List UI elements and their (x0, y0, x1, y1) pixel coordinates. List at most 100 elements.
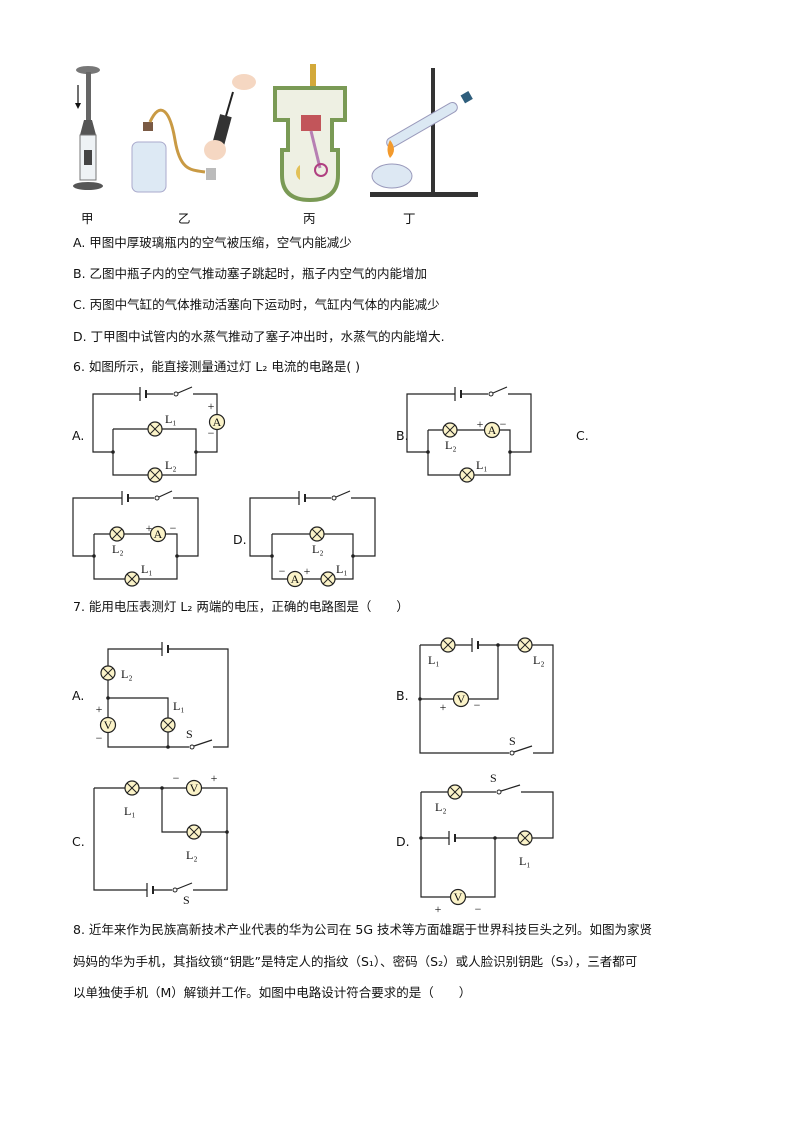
lamp-l2: L₂ (309, 526, 325, 556)
switch-lever (492, 386, 508, 394)
junction-dot (175, 554, 179, 558)
plus-terminal: + (435, 902, 442, 916)
ammeter-meter: A+− (208, 399, 226, 440)
switch-pivot (189, 744, 195, 750)
air-compression-apparatus (73, 66, 103, 190)
switch: S (172, 882, 193, 907)
switch-lever (500, 784, 521, 792)
junction-dot (426, 450, 430, 454)
lamp-label: L₁ (165, 412, 177, 426)
junction-dot (508, 450, 512, 454)
switch-label: S (490, 771, 497, 785)
lamp-cross (162, 719, 174, 731)
voltmeter-icon (99, 716, 117, 734)
q6-circuit-b: L₂A+−L₁ (406, 386, 532, 483)
switch-label: S (509, 734, 516, 748)
wire (427, 429, 511, 476)
q6-label-b: B. (396, 428, 409, 443)
q7-label-d: D. (396, 834, 410, 849)
lamp-label: L₂ (533, 653, 545, 667)
ammeter-symbol: A (488, 423, 497, 437)
junction-dot (496, 643, 500, 647)
voltmeter-icon (449, 888, 467, 906)
lamp-label: L₁ (476, 458, 488, 472)
minus-terminal: − (173, 771, 180, 785)
wire (72, 497, 199, 557)
battery-gap (472, 637, 478, 653)
voltmeter-symbol: V (104, 718, 113, 732)
lamp-cross (149, 469, 161, 481)
battery (454, 386, 462, 402)
lamp-cross (126, 782, 138, 794)
junction-dot (270, 554, 274, 558)
plus-terminal: + (477, 417, 484, 431)
battery-gap (140, 386, 146, 402)
lamp-l2: L₂ (186, 824, 202, 862)
junction-dot (351, 554, 355, 558)
lamp-cross (311, 528, 323, 540)
ammeter-icon (149, 525, 167, 543)
junction-dot (160, 786, 164, 790)
caption-jia: 甲 (81, 211, 94, 226)
junction-dot (493, 836, 497, 840)
lamp-l1: L₁ (320, 562, 348, 587)
lamp-label: L₂ (112, 542, 124, 556)
junction-dot (106, 696, 110, 700)
q6-stem: 6. 如图所示，能直接测量通过灯 L₂ 电流的电路是( ) (73, 359, 361, 374)
q5-option-a: A. 甲图中厚玻璃瓶内的空气被压缩，空气内能减少 (73, 235, 352, 250)
wire (161, 788, 227, 833)
switch-pivot (154, 495, 160, 501)
caption-ding: 丁 (403, 211, 416, 226)
battery (121, 490, 129, 506)
lamp-label: L₂ (165, 458, 177, 472)
lamp-l1: L₁ (160, 699, 185, 733)
wire (419, 644, 554, 754)
battery (448, 830, 456, 846)
lamp-cross (102, 667, 114, 679)
wire (420, 645, 499, 700)
q5-option-c: C. 丙图中气缸的气体推动活塞向下运动时，气缸内气体的内能减少 (73, 297, 440, 312)
wire (249, 497, 376, 557)
battery (161, 641, 169, 657)
lamp-l2: L₂ (517, 637, 545, 667)
ammeter-symbol: A (213, 415, 222, 429)
plus-terminal: + (208, 399, 215, 413)
ammeter-meter: A+− (477, 417, 507, 439)
lamp-label: L₁ (336, 562, 348, 576)
q8-line-2: 妈妈的华为手机，其指纹锁“钥匙”是特定人的指纹（S₁）、密码（S₂）或人脸识别钥… (73, 954, 638, 969)
wire (406, 393, 532, 453)
lamp-label: L₂ (435, 800, 447, 814)
q6-label-a: A. (72, 428, 85, 443)
lamp-l1: L₁ (459, 458, 488, 483)
junction-dot (418, 697, 422, 701)
q7-label-b: B. (396, 688, 409, 703)
lamp-cross (461, 469, 473, 481)
q7-circuit-b: L₁ L₂ V+− S (418, 637, 554, 756)
battery-gap (299, 490, 305, 506)
switch: S (509, 734, 533, 756)
caption-bing: 丙 (303, 211, 316, 226)
battery-gap (449, 830, 455, 846)
q5-option-d: D. 丁甲图中试管内的水蒸气推动了塞子冲出时，水蒸气的内能增大. (73, 329, 445, 344)
voltmeter-meter: V+− (440, 690, 481, 714)
switch (331, 490, 351, 501)
lamp-l1: L₁ (428, 637, 456, 667)
lamp-l2: L₂ (442, 422, 458, 452)
lamp-label: L₁ (428, 653, 440, 667)
q8-line-3: 以单独使手机（M）解锁并工作。如图中电路设计符合要求的是（ ） (73, 985, 472, 1000)
junction-dot (419, 836, 423, 840)
lamp-label: L₂ (121, 667, 133, 681)
q6-circuit-d: L₂A+−L₁ (249, 490, 376, 588)
lamp-l2: L₂ (109, 526, 125, 556)
switch-pivot (496, 789, 502, 795)
lamp-label: L₁ (173, 699, 185, 713)
switch-pivot (331, 495, 337, 501)
lamp-cross (444, 424, 456, 436)
lamp-label: L₁ (519, 854, 531, 868)
switch (488, 386, 508, 397)
lamp-cross (449, 786, 461, 798)
lamp-l2: L₂ (147, 458, 177, 483)
switch-lever (335, 490, 351, 498)
